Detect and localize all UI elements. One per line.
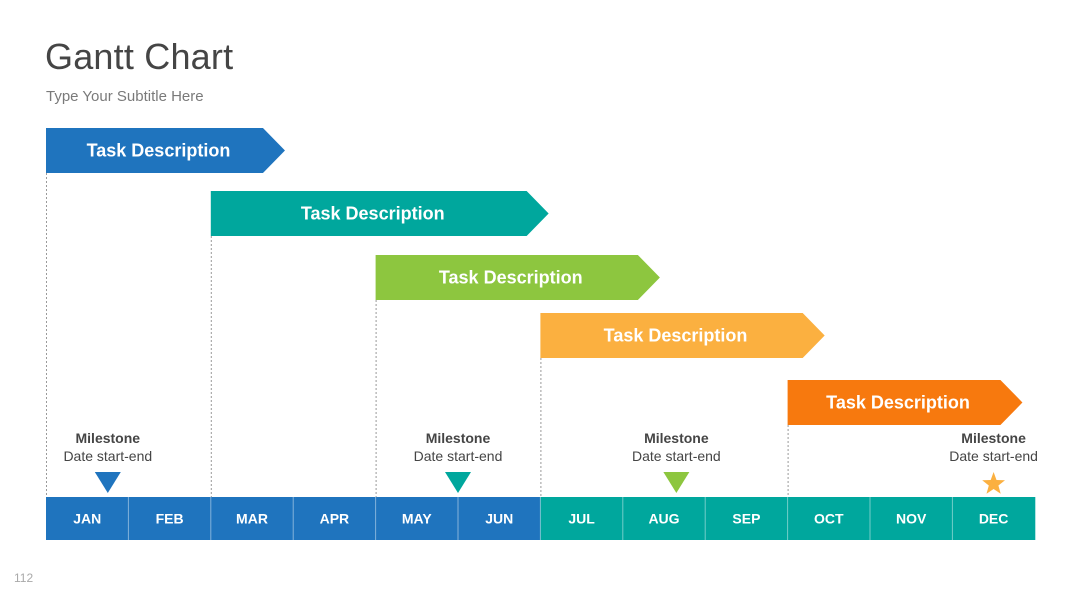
milestone-title: Milestone (76, 430, 141, 446)
page-title: Gantt Chart (45, 36, 234, 77)
month-cell (46, 497, 129, 540)
milestone-date: Date start-end (949, 448, 1038, 464)
month-label: JUN (485, 511, 513, 527)
task-label: Task Description (87, 141, 231, 161)
task-label: Task Description (301, 204, 445, 224)
milestone-title: Milestone (644, 430, 709, 446)
task-bar (787, 380, 1023, 425)
month-cell (540, 497, 624, 540)
month-label: MAR (236, 511, 268, 527)
milestone-triangle-icon (445, 472, 471, 493)
milestone-date: Date start-end (414, 448, 503, 464)
task-label: Task Description (604, 326, 748, 346)
task-bar (540, 313, 825, 358)
task-bar (375, 255, 660, 300)
milestone-title: Milestone (961, 430, 1026, 446)
month-cell (293, 497, 377, 540)
milestone-triangle-icon (663, 472, 690, 493)
milestone-date: Date start-end (63, 448, 152, 464)
month-cell (128, 497, 212, 540)
month-cell (210, 497, 294, 540)
month-label: MAY (402, 511, 432, 527)
milestone-star-icon (982, 472, 1005, 494)
month-cell (705, 497, 789, 540)
month-cell (952, 497, 1036, 540)
milestone-triangle-icon (94, 472, 121, 493)
milestone-date: Date start-end (632, 448, 721, 464)
month-label: JAN (73, 511, 101, 527)
month-label: OCT (814, 511, 844, 527)
month-cell (870, 497, 953, 540)
task-bar (46, 128, 285, 173)
month-label: JUL (568, 511, 595, 527)
page-number: 112 (14, 571, 34, 585)
month-cell (622, 497, 706, 540)
task-label: Task Description (826, 393, 970, 413)
milestone-title: Milestone (426, 430, 491, 446)
month-label: AUG (648, 511, 679, 527)
month-label: NOV (896, 511, 927, 527)
month-label: DEC (979, 511, 1009, 527)
month-label: FEB (156, 511, 184, 527)
month-label: SEP (732, 511, 760, 527)
month-label: APR (320, 511, 350, 527)
month-cell (458, 497, 541, 540)
page-subtitle: Type Your Subtitle Here (46, 88, 204, 105)
task-bar (210, 191, 549, 236)
month-cell (787, 497, 871, 540)
month-cell (375, 497, 459, 540)
task-label: Task Description (439, 268, 583, 288)
